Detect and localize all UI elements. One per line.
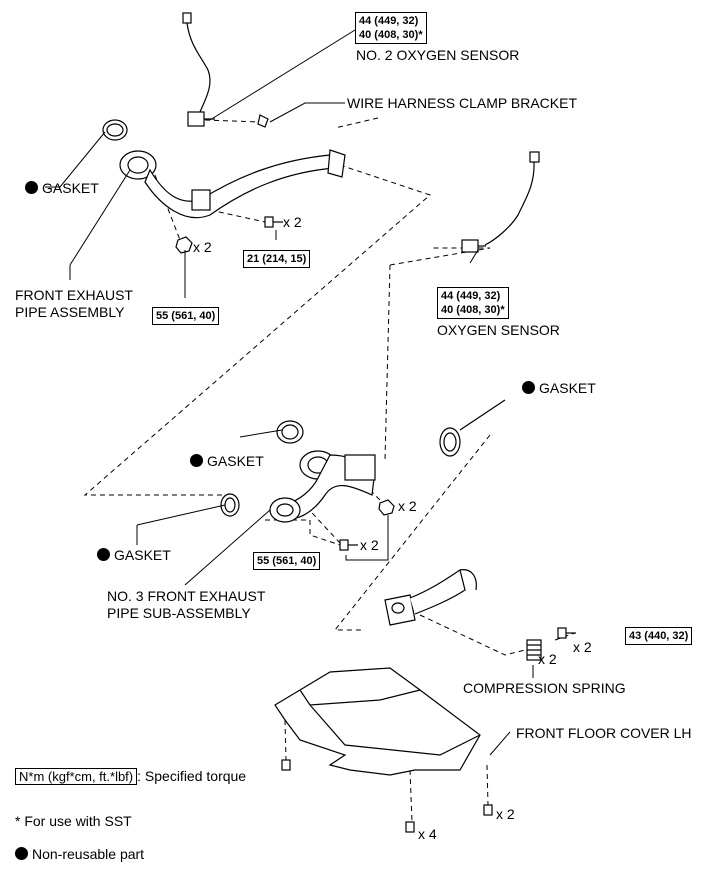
gasket-top-shape <box>102 119 128 141</box>
front-floor-cover-shape <box>274 667 481 776</box>
torque-value: 44 (449, 32) <box>359 15 419 27</box>
label-front-floor-cover-lh: FRONT FLOOR COVER LH <box>516 725 692 741</box>
label-gasket-top: GASKET <box>25 180 99 196</box>
qty-nut-mid: x 2 <box>398 498 417 514</box>
label-no3-front-exhaust-line2: PIPE SUB-ASSEMBLY <box>107 605 251 621</box>
gasket-text: GASKET <box>539 380 596 396</box>
label-wire-harness-clamp-bracket: WIRE HARNESS CLAMP BRACKET <box>347 95 578 111</box>
clamp-bracket-shape <box>257 114 269 128</box>
torque-box-nut-55-mid: 55 (561, 40) <box>253 552 321 570</box>
front-exhaust-pipe-shape <box>119 149 346 219</box>
label-gasket-right: GASKET <box>522 380 596 396</box>
legend-non-reusable-text: Non-reusable part <box>32 846 145 862</box>
torque-value: 40 (408, 30)* <box>359 29 423 41</box>
gasket-text: GASKET <box>114 547 171 563</box>
legend-torque-box: N*m (kgf*cm, ft.*lbf) <box>15 768 138 785</box>
bolt-top-shape <box>264 216 283 228</box>
non-reusable-dot-icon <box>25 181 38 194</box>
qty-bolt-mid: x 2 <box>360 537 379 553</box>
non-reusable-dot-icon <box>15 847 28 860</box>
label-no2-oxygen-sensor: NO. 2 OXYGEN SENSOR <box>356 47 520 63</box>
label-no3-front-exhaust-line1: NO. 3 FRONT EXHAUST <box>107 588 266 604</box>
torque-value: 55 (561, 40) <box>156 310 216 322</box>
torque-value: 55 (561, 40) <box>257 555 317 567</box>
qty-bolt-top: x 2 <box>283 214 302 230</box>
rear-pipe-shape <box>384 569 477 626</box>
torque-box-bolt-43: 43 (440, 32) <box>625 627 693 645</box>
nut-mid-shape <box>378 499 395 516</box>
label-front-exhaust-line1: FRONT EXHAUST <box>15 287 133 303</box>
gasket-text: GASKET <box>42 180 99 196</box>
torque-box-bolt-21: 21 (214, 15) <box>243 250 311 268</box>
nut-top-shape <box>175 236 193 254</box>
legend-sst-note: * For use with SST <box>15 813 132 829</box>
non-reusable-dot-icon <box>522 381 535 394</box>
gasket-lower-shape <box>220 493 240 517</box>
label-compression-spring: COMPRESSION SPRING <box>463 680 626 696</box>
non-reusable-dot-icon <box>97 548 110 561</box>
gasket-right-shape <box>439 427 461 457</box>
non-reusable-dot-icon <box>190 454 203 467</box>
legend-non-reusable: Non-reusable part <box>15 846 144 862</box>
legend-torque-desc: : Specified torque <box>137 768 247 784</box>
torque-value: 40 (408, 30)* <box>441 304 505 316</box>
torque-value: 21 (214, 15) <box>247 253 307 265</box>
qty-bolt-spring: x 2 <box>573 639 592 655</box>
gasket-mid-upper-shape <box>276 420 304 444</box>
cover-bolt-shapes <box>281 759 493 833</box>
label-front-exhaust-line2: PIPE ASSEMBLY <box>15 304 125 320</box>
compression-spring-shape <box>526 639 542 661</box>
torque-box-nut-55-top: 55 (561, 40) <box>152 307 220 325</box>
gasket-text: GASKET <box>207 453 264 469</box>
leader-lines <box>45 29 534 756</box>
torque-value: 43 (440, 32) <box>629 630 689 642</box>
oxygen-sensor-shape <box>461 151 540 253</box>
label-gasket-lower: GASKET <box>97 547 171 563</box>
qty-nut-top: x 2 <box>193 239 212 255</box>
dashed-outline-top <box>83 117 576 823</box>
no2-oxygen-sensor-shape <box>182 12 215 127</box>
qty-spring: x 2 <box>538 651 557 667</box>
label-oxygen-sensor: OXYGEN SENSOR <box>437 322 560 338</box>
qty-cover-bolt-right: x 2 <box>496 806 515 822</box>
no3-front-exhaust-shape <box>269 450 376 523</box>
bolt-mid-shape <box>339 539 358 551</box>
torque-box-oxygen-sensor: 44 (449, 32) 40 (408, 30)* <box>437 287 509 319</box>
torque-value: 44 (449, 32) <box>441 290 501 302</box>
torque-box-no2-sensor: 44 (449, 32) 40 (408, 30)* <box>355 12 427 44</box>
label-gasket-mid: GASKET <box>190 453 264 469</box>
qty-cover-bolt-bottom: x 4 <box>418 826 437 842</box>
bolt-spring-shape <box>557 627 576 639</box>
legend-torque: N*m (kgf*cm, ft.*lbf): Specified torque <box>15 768 246 785</box>
